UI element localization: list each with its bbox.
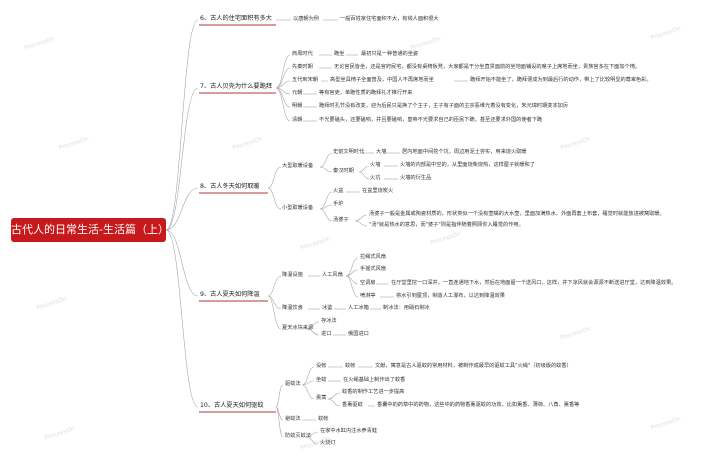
s8-group-1-a[interactable]: 史前文明时代: [333, 149, 365, 155]
s9-group-3[interactable]: 夏天冰块来源: [282, 325, 314, 331]
s7-branch-1-b[interactable]: 最初只是一种普通的坐姿: [361, 51, 419, 57]
s8-group-1-b-1[interactable]: 火墙: [370, 162, 381, 168]
s10-group-3-a[interactable]: 在家中水缸内注水养青蛙: [320, 428, 378, 434]
s9-group-2-a[interactable]: 冰鉴: [322, 305, 333, 311]
s7-branch-6-a[interactable]: 不光要磕头，还要磕响，并且要磕响，皇帝不光要求自己的臣民下跪，甚至还要求外国的使…: [319, 117, 543, 123]
s9-group-1-a[interactable]: 人工风扇: [322, 272, 343, 278]
s7-branch-2[interactable]: 先秦时期: [292, 64, 313, 70]
s7-branch-6[interactable]: 清朝: [292, 117, 303, 123]
s8-group-2-b[interactable]: 手炉: [333, 201, 344, 207]
s7-branch-1-a[interactable]: 跪坐: [334, 51, 345, 57]
s9-group-1-a-4[interactable]: 喷淋亭: [360, 293, 376, 299]
s10-group-3-b[interactable]: 火烧灯: [320, 440, 336, 446]
s10-group-1-a[interactable]: 设帐: [316, 363, 327, 369]
s8-group-2-c[interactable]: 汤婆子: [333, 217, 349, 223]
s8-group-2-c-2[interactable]: "汤"就是热水的意思，而"婆子"则是指伴随着照顾你入睡觉的作用。: [369, 222, 524, 228]
s6-branch-1-leaf[interactable]: 一般百姓家住宅面积不大，有钱人面积很大: [340, 16, 439, 22]
s10-group-1-b-1[interactable]: 在火绳基础上制作出了蚊香: [343, 377, 406, 383]
s8-group-2-c-1[interactable]: 汤婆子一般是金属或陶瓷材质的，形状类似一个没有壶嘴的大水壶，里面加满热水，外面再…: [369, 211, 665, 217]
s8-group-1-b-1-a[interactable]: 火墙的内部是中空的，从里面烧柴烧热，这样屋子就暖和了: [400, 162, 535, 168]
s8-group-2-a[interactable]: 火盆: [333, 188, 344, 194]
s9-group-3-b-1[interactable]: 俄国进口: [348, 331, 369, 337]
s10-group-1-a-2[interactable]: 文献，寓意是古人驱蚊的常用材料，被制作成最早的驱蚊工具"火绳"（初级版的蚊香）: [375, 363, 572, 369]
s7-branch-3-b[interactable]: 跪拜开始不能坐了，跪拜便成为到最后行的动作，带上了比较明显的尊卑色彩。: [470, 77, 652, 83]
s8-group-1-b-2[interactable]: 火坑: [370, 175, 381, 181]
section-6-title[interactable]: 6、古人的住宅面积有多大: [200, 15, 272, 22]
s8-group-1-b-2-a[interactable]: 火墙的衍生品: [400, 175, 432, 181]
s7-branch-3[interactable]: 五代到宋朝: [292, 77, 318, 83]
link-root-s7: [165, 87, 199, 231]
section-10-title[interactable]: 10、古人夏天如何驱蚊: [200, 402, 264, 409]
link-root-s9: [165, 229, 199, 297]
s9-group-2-a-1[interactable]: 人工冰箱: [348, 305, 369, 311]
link-root-s8: [165, 187, 199, 231]
s7-branch-5[interactable]: 明朝: [292, 103, 303, 109]
s7-branch-3-a[interactable]: 高型坐具椅子全面普及，中国人不再席地而坐: [330, 77, 434, 83]
s10-group-1-c-2[interactable]: 香薰驱蚊: [342, 402, 363, 408]
s8-group-1-a-2[interactable]: 居内地面中间挖个坑，周边用泥土夯实，用来烧火取暖: [402, 149, 527, 155]
s9-group-1-a-4-a[interactable]: 将水引到屋顶，制造人工瀑布，以达到降温效果: [396, 293, 505, 299]
s10-group-1[interactable]: 驱蚊法: [285, 381, 301, 387]
section-8-title[interactable]: 8、古人冬天如何取暖: [200, 183, 260, 190]
s8-group-1-a-1[interactable]: 大墙: [376, 149, 387, 155]
s9-group-2-a-2[interactable]: 制冰法：用硝石制冰: [383, 305, 430, 311]
s7-branch-1[interactable]: 商周时代: [292, 51, 313, 57]
s9-group-3-b[interactable]: 进口: [321, 331, 332, 337]
s10-group-1-c-1[interactable]: 蚊香的制作工艺进一步提高: [342, 389, 405, 395]
s7-branch-4[interactable]: 元朝: [292, 90, 303, 96]
s8-group-1-b[interactable]: 秦汉时期: [333, 168, 354, 174]
s6-branch-1[interactable]: 以唐朝为例: [293, 16, 319, 22]
section-7-title[interactable]: 7、古人贝壳为什么要跪拜: [200, 83, 272, 90]
root-node[interactable]: 古代人的日常生活-生活篇（上）: [11, 218, 169, 242]
s10-group-2[interactable]: 避蚊法: [285, 416, 301, 422]
s10-group-3[interactable]: 防蚊灭蚊法: [285, 433, 311, 439]
s7-branch-5-a[interactable]: 跪拜时孔节没有改变，迎为后民只是换了个主子，主子有子面的主宗恶维光着没有变化，朱…: [319, 103, 569, 109]
link-root-s6: [165, 19, 199, 231]
s10-group-1-b[interactable]: 坐蚊: [316, 377, 327, 383]
s7-branch-2-a[interactable]: 无论官民皆坐，还是官府民宅，都没有桌椅板凳，大家都是干分坐直贯面前的坐地面铺设的…: [334, 64, 641, 70]
s9-group-1-a-1[interactable]: 拉绳式风扇: [360, 254, 386, 260]
s10-group-1-c[interactable]: 熏蒿: [316, 395, 327, 401]
s9-group-1-a-2[interactable]: 手摇式风扇: [360, 266, 386, 272]
s9-group-1[interactable]: 降温设施: [282, 272, 303, 278]
s10-group-2-a[interactable]: 蚊帐: [318, 416, 329, 422]
section-9-title[interactable]: 9、古人夏天如何降温: [200, 291, 260, 298]
s9-group-1-a-3[interactable]: 空调房: [360, 280, 376, 286]
s8-group-2-a-1[interactable]: 在盆里烧炭火: [362, 188, 394, 194]
s9-group-2[interactable]: 降温饮食: [282, 305, 303, 311]
link-root-s10: [165, 229, 199, 408]
s7-branch-4-a[interactable]: 等有官吏，单跪性质的跪拜礼才推行开来: [319, 90, 413, 96]
s9-group-1-a-3-a[interactable]: 在厅堂里挖一口深井，一直连通地下水，然后在地面留一个送风口，这样，井下凉风就会源…: [391, 280, 677, 286]
s9-group-3-a[interactable]: 存冰法: [321, 318, 337, 324]
s10-group-1-c-3[interactable]: 香囊中的药草中的药物，这些中的药物香薰驱蚊的功效，比如薰香、薄荷、八角、薰香等: [377, 402, 580, 408]
s8-group-1[interactable]: 大型取暖设备: [282, 163, 314, 169]
s10-group-1-a-1[interactable]: 蚊帐: [345, 363, 356, 369]
s8-group-2[interactable]: 小型取暖设备: [282, 205, 314, 211]
